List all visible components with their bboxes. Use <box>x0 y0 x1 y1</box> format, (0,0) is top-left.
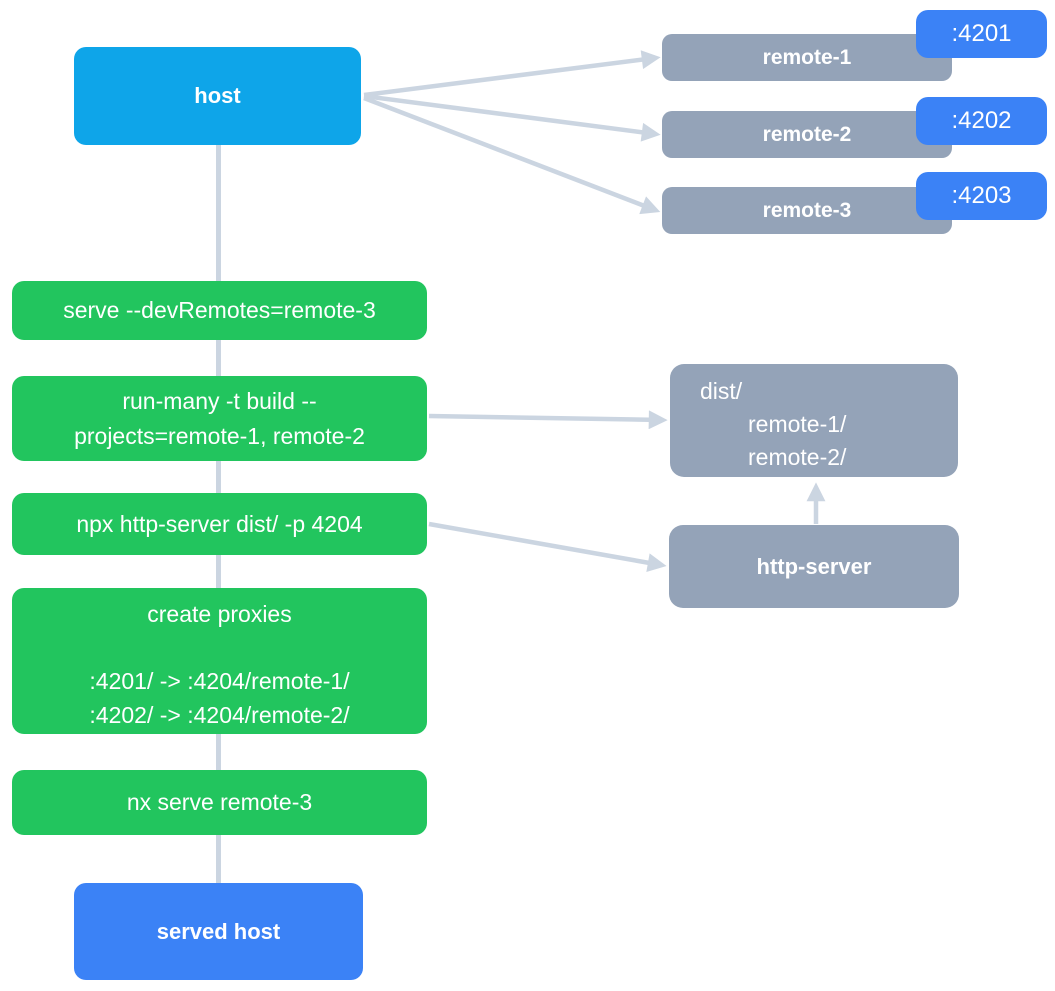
step-npx-http-server: npx http-server dist/ -p 4204 <box>12 493 427 555</box>
port-badge-4202: :4202 <box>916 97 1047 145</box>
node-remote-2: remote-2 <box>662 111 952 158</box>
step-serve-dev-remotes-label: serve --devRemotes=remote-3 <box>63 297 376 323</box>
dist-entry-remote-1: remote-1/ <box>748 411 847 437</box>
node-host: host <box>74 47 361 145</box>
step-serve-dev-remotes: serve --devRemotes=remote-3 <box>12 281 427 340</box>
node-dist-folder: dist/ remote-1/ remote-2/ <box>670 364 958 477</box>
arrow-host-to-remote-2 <box>363 93 661 142</box>
step-run-many-build-line-2: projects=remote-1, remote-2 <box>74 422 365 449</box>
dist-folder-title: dist/ <box>700 378 743 404</box>
host-label: host <box>194 83 241 108</box>
remote-2-label: remote-2 <box>762 122 852 146</box>
node-http-server: http-server <box>669 525 959 608</box>
remote-3-label: remote-3 <box>762 198 852 222</box>
node-remote-3: remote-3 <box>662 187 952 234</box>
remote-1-label: remote-1 <box>762 45 852 69</box>
step-create-proxies: create proxies :4201/ -> :4204/remote-1/… <box>12 588 427 734</box>
proxy-mapping-4202: :4202/ -> :4204/remote-2/ <box>89 702 350 728</box>
arrow-host-to-remote-1 <box>363 50 661 98</box>
step-create-proxies-title: create proxies <box>147 601 292 627</box>
http-server-label: http-server <box>756 553 872 579</box>
dist-entry-remote-2: remote-2/ <box>748 444 847 470</box>
step-nx-serve-remote-3-label: nx serve remote-3 <box>126 789 313 815</box>
served-host-label: served host <box>156 918 281 944</box>
proxy-mapping-4201: :4201/ -> :4204/remote-1/ <box>89 668 350 694</box>
node-remote-1: remote-1 <box>662 34 952 81</box>
port-badge-4203: :4203 <box>916 172 1047 220</box>
port-badge-4203-label: :4203 <box>951 182 1012 209</box>
arrow-run-many-to-dist <box>428 410 668 430</box>
port-badge-4201-label: :4201 <box>951 20 1012 47</box>
node-served-host: served host <box>74 883 363 980</box>
step-run-many-build: run-many -t build -- projects=remote-1, … <box>12 376 427 461</box>
step-run-many-build-line-1: run-many -t build -- <box>122 387 317 414</box>
arrow-host-to-remote-3 <box>363 95 661 215</box>
step-npx-http-server-label: npx http-server dist/ -p 4204 <box>76 510 363 537</box>
port-badge-4202-label: :4202 <box>951 107 1012 134</box>
port-badge-4201: :4201 <box>916 10 1047 58</box>
arrow-http-server-cmd-to-http-server <box>428 521 667 573</box>
step-nx-serve-remote-3: nx serve remote-3 <box>12 770 427 835</box>
